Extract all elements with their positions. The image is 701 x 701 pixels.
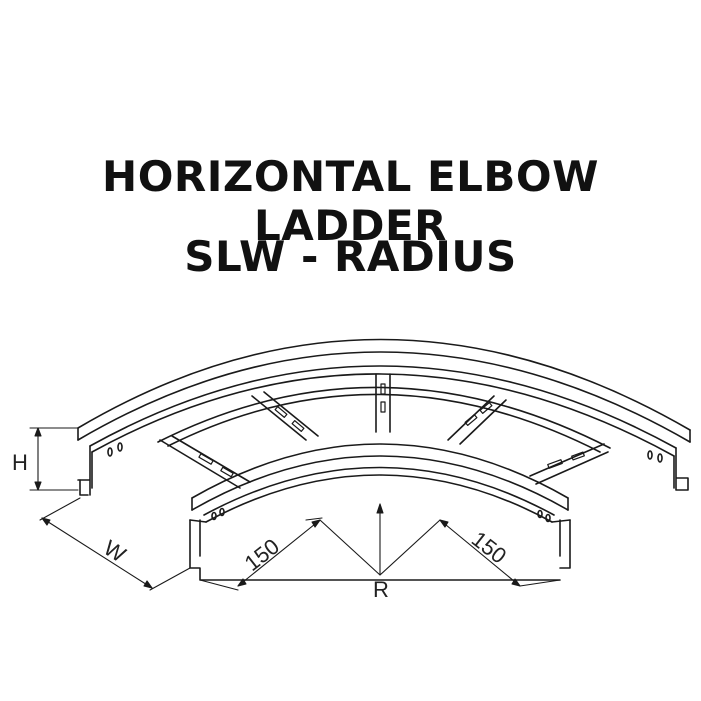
dimension-h	[29, 427, 79, 491]
inner-rail	[189, 443, 571, 581]
dimension-w-label: W	[99, 535, 130, 567]
rung-slots	[198, 383, 585, 478]
ladder-frame-arcs	[157, 386, 611, 453]
title-line-1: HORIZONTAL ELBOW LADDER	[102, 152, 599, 250]
dimension-r-label: R	[373, 577, 389, 602]
dimension-150-left	[199, 517, 323, 591]
outer-rail-holes	[107, 442, 663, 463]
ladder-rungs	[159, 373, 609, 489]
dimension-r	[319, 503, 441, 576]
dimension-h-label: H	[12, 450, 28, 475]
inner-rail-holes	[211, 507, 551, 523]
dimension-150-right	[439, 519, 561, 587]
dimension-w	[39, 497, 191, 591]
outer-rail	[77, 338, 691, 496]
title-line-2: SLW - RADIUS	[184, 232, 517, 281]
dimension-150-left-label: 150	[240, 534, 284, 576]
dimension-150-right-label: 150	[467, 526, 511, 568]
